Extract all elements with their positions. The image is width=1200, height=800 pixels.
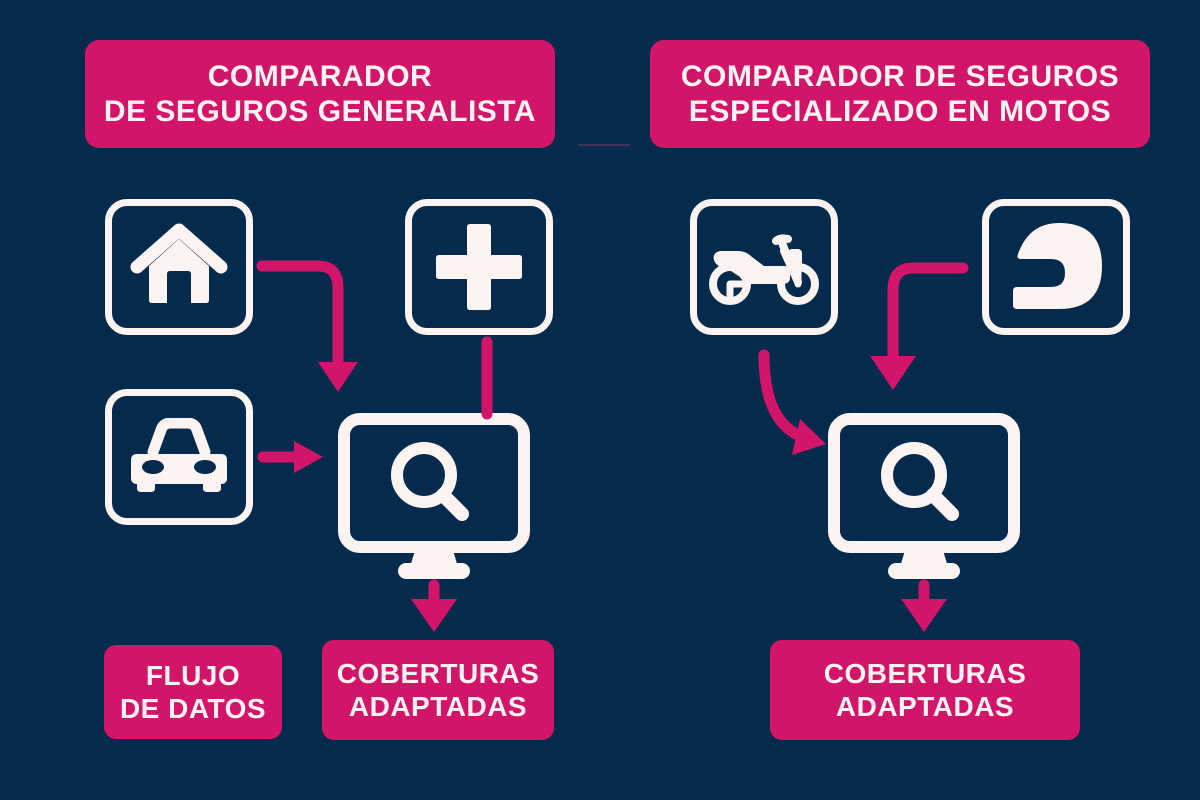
monitor-search-left [338,413,530,590]
car-icon [127,418,231,496]
monitor-search-icon [828,413,1020,589]
tile-health [405,199,553,335]
tile-car [105,389,253,525]
header-left-text: COMPARADOR DE SEGUROS GENERALISTA [103,59,537,128]
tile-moto [690,199,838,335]
footer-coberturas-left-text: COBERTURAS ADAPTADAS [336,657,540,722]
connector-helmet-to-monitor [870,262,969,390]
monitor-search-right [828,413,1020,590]
footer-pill-flujo-de-datos: FLUJO DE DATOS [104,645,282,739]
helmet-icon [1007,221,1105,313]
tile-helmet [982,199,1130,335]
header-pill-especializado: COMPARADOR DE SEGUROS ESPECIALIZADO EN M… [650,40,1150,148]
header-right-text: COMPARADOR DE SEGUROS ESPECIALIZADO EN M… [680,59,1120,128]
tile-home [105,199,253,335]
footer-pill-coberturas-left: COBERTURAS ADAPTADAS [322,640,554,740]
connector-monitor-to-coberturas-left [411,579,457,632]
footer-pill-coberturas-right: COBERTURAS ADAPTADAS [770,640,1080,740]
connector-monitor-to-coberturas-right [901,579,947,632]
connector-moto-to-monitor [758,349,826,455]
footer-flujo-text: FLUJO DE DATOS [119,659,267,724]
footer-coberturas-right-text: COBERTURAS ADAPTADAS [823,657,1027,722]
header-pill-generalista: COMPARADOR DE SEGUROS GENERALISTA [85,40,555,148]
connector-home-to-monitor [256,260,358,392]
medical-cross-icon [433,221,525,313]
monitor-search-icon [338,413,530,589]
divider-artifact [578,144,630,146]
motorcycle-icon [708,227,820,307]
connector-car-to-monitor [257,441,323,473]
home-icon [129,222,229,312]
